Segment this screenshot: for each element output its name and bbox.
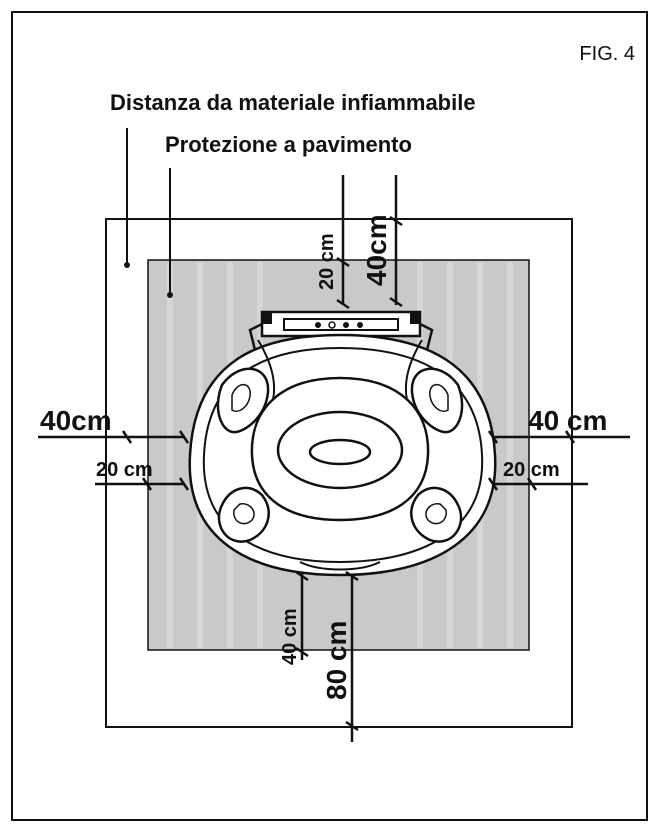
figure-label: FIG. 4 [579, 43, 635, 65]
dim-bottom-inner: 40 cm [279, 608, 301, 665]
stove-top-center [308, 438, 372, 466]
stove-top-view [188, 310, 497, 577]
stove-control-bar [283, 318, 399, 331]
leader-floor-dot [167, 292, 173, 298]
dim-right-outer: 40 cm [528, 405, 607, 436]
dim-bottom-outer: 80 cm [321, 621, 352, 700]
dim-left-outer: 40cm [40, 405, 112, 436]
dimension-lines [38, 175, 630, 742]
leader-flammable-dot [124, 262, 130, 268]
dim-right-inner: 20 cm [503, 459, 560, 481]
label-floor-protection: Protezione a pavimento [165, 132, 412, 157]
dim-left-inner: 20 cm [96, 459, 153, 481]
dim-top-outer: 40cm [361, 214, 392, 286]
dim-top-inner: 20 cm [316, 233, 338, 290]
label-flammable-distance: Distanza da materiale infiammabile [110, 90, 476, 115]
